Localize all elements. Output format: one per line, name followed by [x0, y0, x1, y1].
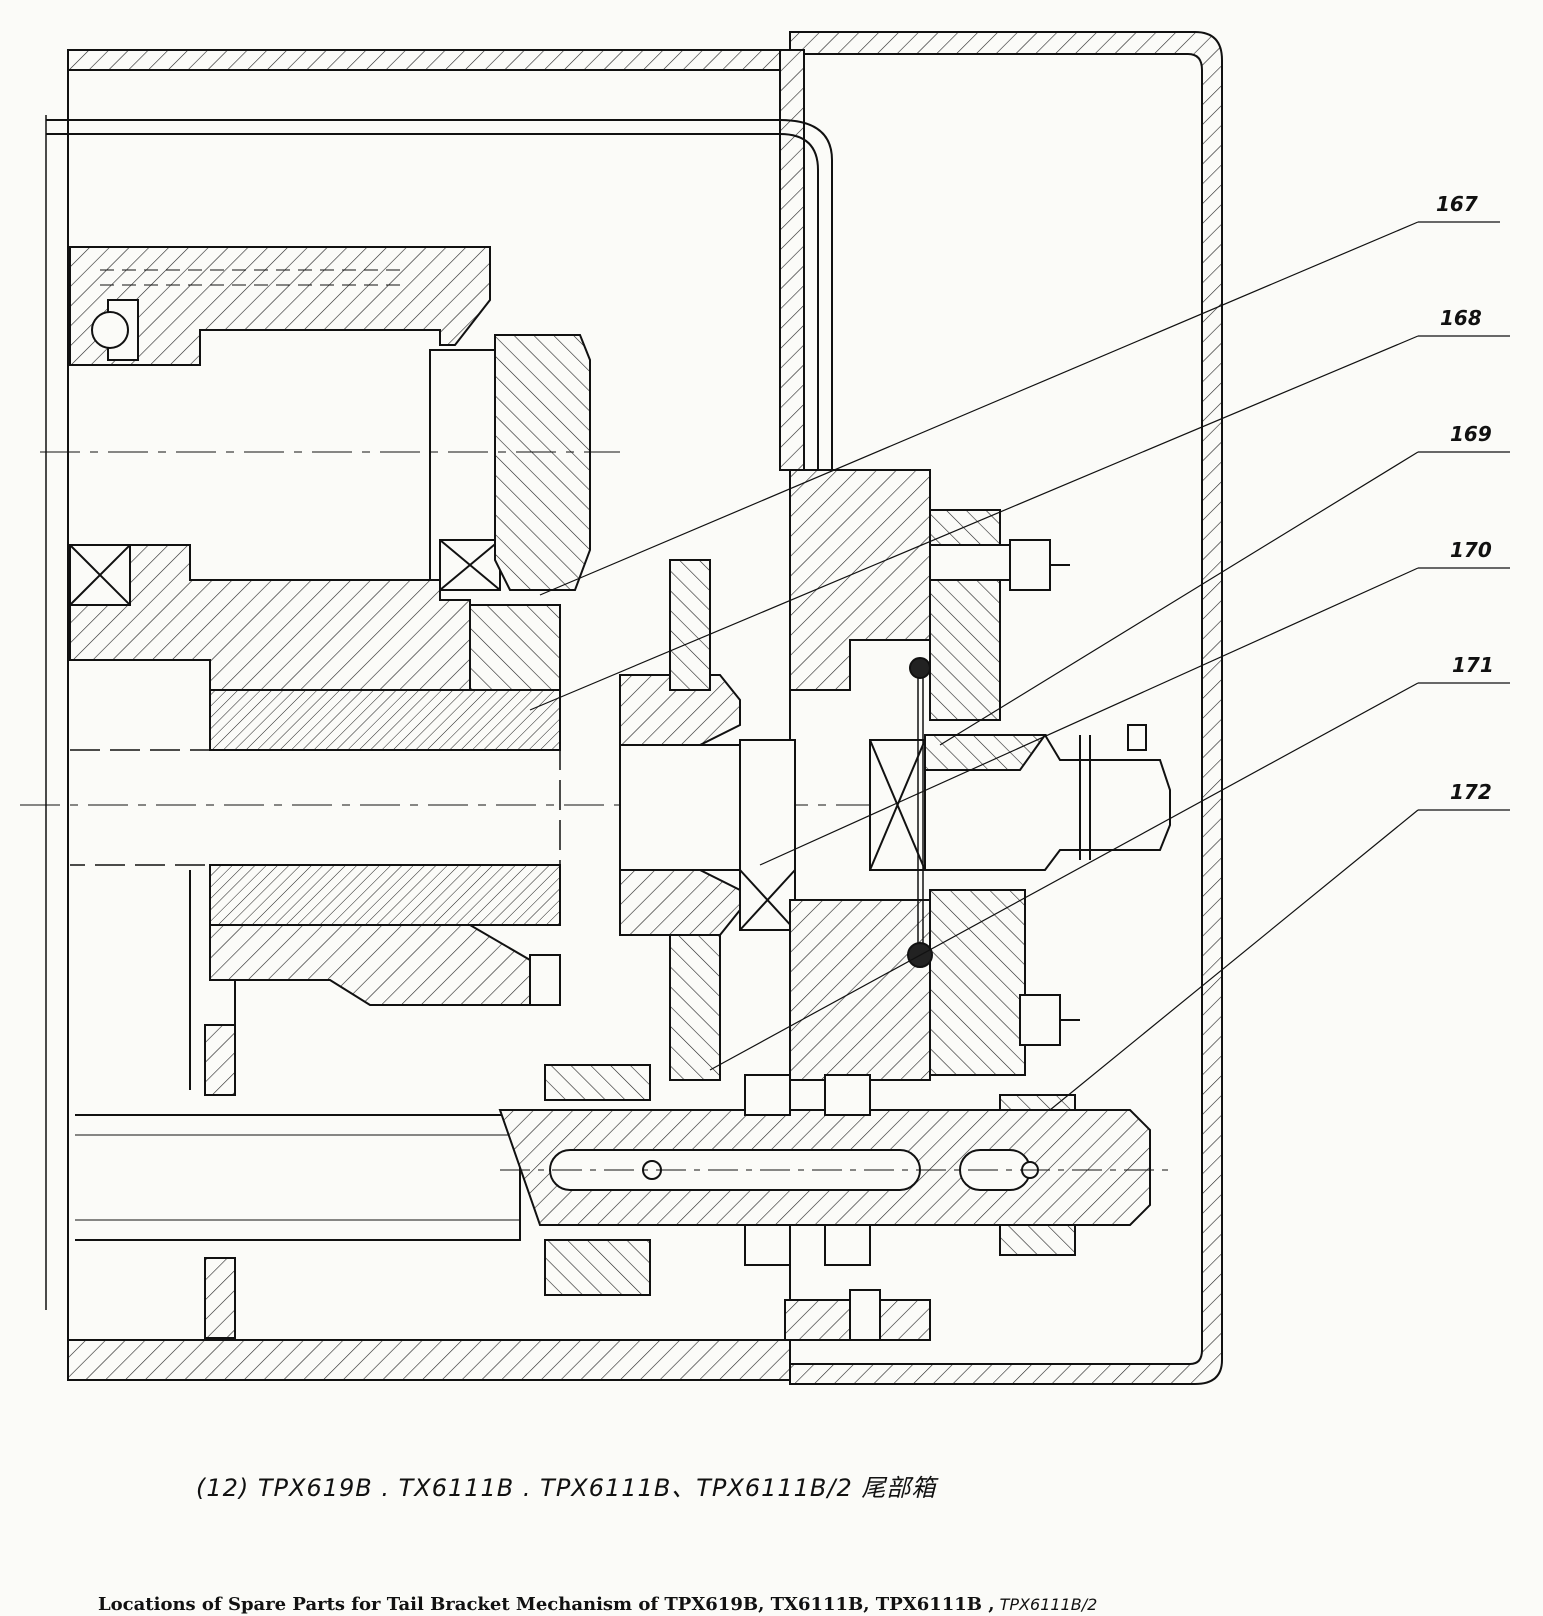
- spindle-sleeve: [69, 544, 561, 691]
- english-caption: Locations of Spare Parts for Tail Bracke…: [98, 1594, 1097, 1615]
- housing-left-wall: [45, 50, 69, 1380]
- housing-bottom-wall: [67, 1339, 791, 1381]
- housing-top-wall: [67, 49, 791, 71]
- oil-pipe: [46, 119, 833, 640]
- english-caption-handwritten: TPX6111B/2: [994, 1595, 1098, 1614]
- shaft-gear-hub: [619, 559, 796, 1081]
- callout-171: 171: [1452, 653, 1494, 677]
- english-caption-text: Locations of Spare Parts for Tail Bracke…: [98, 1594, 995, 1615]
- lower-hub: [544, 1064, 1076, 1341]
- center-wall: [779, 49, 805, 471]
- callout-168: 168: [1440, 306, 1482, 330]
- callout-167: 167: [1436, 192, 1478, 216]
- main-shaft: [20, 689, 1160, 1006]
- callout-172: 172: [1450, 780, 1492, 804]
- leader-lines: [529, 221, 1510, 1111]
- callout-169: 169: [1450, 422, 1492, 446]
- bearing-block: [789, 469, 1026, 1081]
- thin-spring-rod: [907, 657, 933, 968]
- bolt-upper: [929, 539, 1070, 591]
- callout-170: 170: [1450, 538, 1492, 562]
- lower-shaft: [75, 1109, 1170, 1241]
- figure-caption: (12) TPX619B . TX6111B . TPX6111B、TPX611…: [196, 1474, 937, 1502]
- bolt-lower: [1019, 994, 1080, 1046]
- upper-bearing: [429, 334, 591, 591]
- shaft-end-nut: [924, 724, 1171, 871]
- upper-gear-housing: [69, 246, 491, 366]
- lower-housing-feet: [189, 870, 236, 1339]
